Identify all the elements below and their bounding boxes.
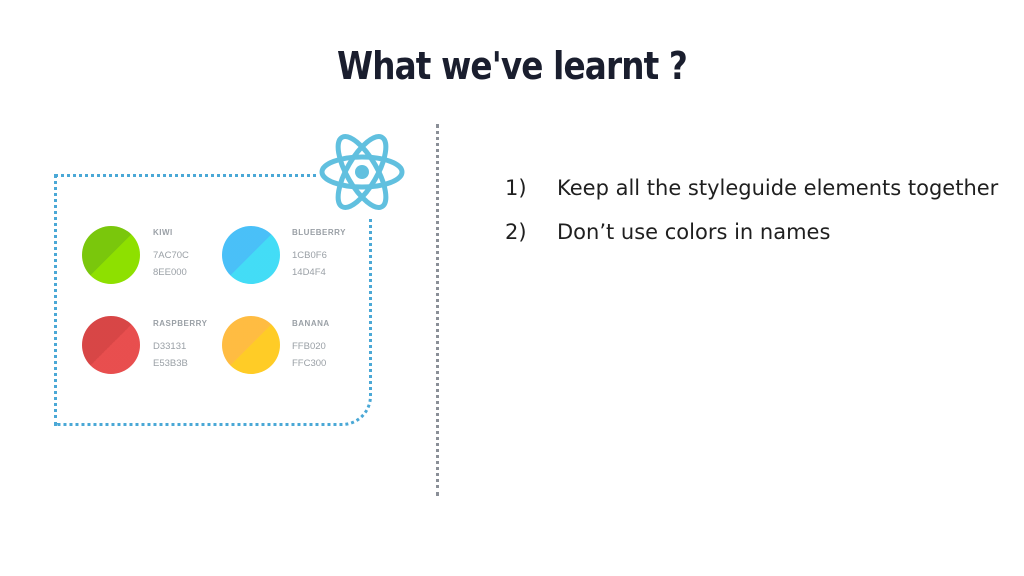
styleguide-panel <box>54 174 372 426</box>
swatch-name: RASPBERRY <box>153 319 208 328</box>
swatch-hex: E53B3B <box>153 358 188 369</box>
swatch-hex: 1CB0F6 <box>292 250 327 261</box>
list-item-number: 2) <box>505 220 527 244</box>
list-item-number: 1) <box>505 176 527 200</box>
swatch-name: BANANA <box>292 319 330 328</box>
swatch-name: BLUEBERRY <box>292 228 346 237</box>
swatch-circle <box>82 316 140 374</box>
swatch-hex: 7AC70C <box>153 250 189 261</box>
swatch-hex: 14D4F4 <box>292 267 326 278</box>
react-logo-icon <box>316 128 408 216</box>
takeaways-list: 1) Keep all the styleguide elements toge… <box>505 166 998 254</box>
list-item-text: Don’t use colors in names <box>557 220 831 244</box>
swatch-hex: 8EE000 <box>153 267 187 278</box>
list-item-text: Keep all the styleguide elements togethe… <box>557 176 999 200</box>
swatch-name: KIWI <box>153 228 173 237</box>
swatch-circle <box>222 316 280 374</box>
list-item: 1) Keep all the styleguide elements toge… <box>505 166 998 210</box>
swatch-hex: FFB020 <box>292 341 326 352</box>
slide-title: What we've learnt ? <box>337 44 688 88</box>
vertical-divider <box>436 124 439 496</box>
swatch-hex: FFC300 <box>292 358 327 369</box>
swatch-circle <box>222 226 280 284</box>
swatch-circle <box>82 226 140 284</box>
list-item: 2) Don’t use colors in names <box>505 210 998 254</box>
swatch-hex: D33131 <box>153 341 187 352</box>
